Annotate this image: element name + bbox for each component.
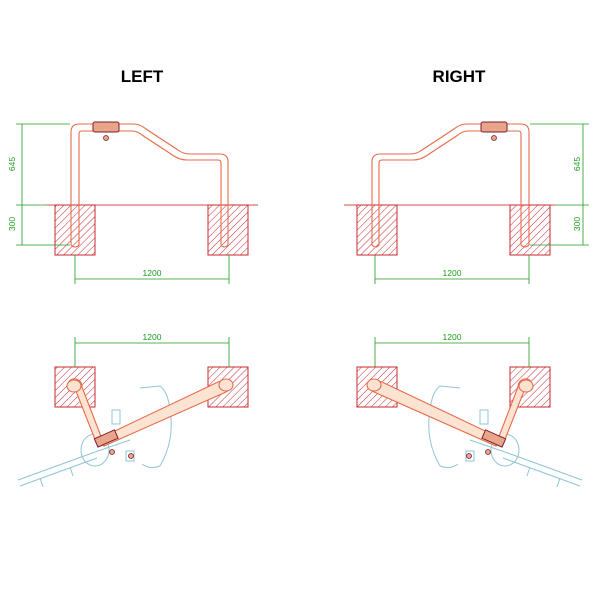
plan-dim-label-1200-right: 1200 [443, 332, 462, 342]
dim-label-645-right: 645 [572, 157, 582, 171]
rail-pipe-outer [371, 123, 530, 245]
title-left: LEFT [121, 67, 164, 86]
rail-pipe-inner [78, 130, 222, 245]
right-plan-view: 1200 [356, 332, 583, 488]
plan-dim-label-1200-left: 1200 [143, 332, 162, 342]
bike-wheel-outline [428, 385, 461, 469]
plan-post-left [66, 379, 82, 393]
plan-post-right [218, 378, 234, 392]
plan-post-right [518, 379, 534, 393]
bike-saddle [479, 409, 489, 425]
rail-end-right [520, 244, 530, 248]
bike-frame-line-2 [502, 457, 581, 487]
bike-tick [556, 477, 561, 488]
left-plan-view: 1200 [17, 332, 249, 488]
plan-clamp-pivot [485, 449, 491, 455]
bike-lock-clamp [92, 121, 120, 133]
bike-frame-line [469, 439, 583, 481]
dim-label-1200-right: 1200 [443, 268, 462, 278]
dim-label-1200-left: 1200 [143, 268, 162, 278]
bike-tick [526, 466, 531, 477]
bike-frame-line-2 [19, 457, 98, 487]
rail-end-left [70, 244, 80, 248]
rail-pipe-inner [378, 130, 522, 245]
plan-clamp-pivot [109, 449, 115, 455]
plan-foundation-left [54, 366, 96, 408]
rail-pipe-outer [70, 123, 229, 245]
left-elevation-view: 645 300 1200 [7, 121, 258, 284]
dim-label-645-left: 645 [7, 157, 17, 171]
bike-pedal [465, 450, 475, 462]
rail-end-right [220, 244, 229, 248]
plan-bike-lock-clamp [481, 429, 507, 448]
rail-end-left [371, 244, 380, 248]
plan-clamp-pivot-2 [128, 453, 134, 459]
bike-pedal [125, 450, 135, 462]
plan-clamp-pivot-2 [466, 453, 472, 459]
bike-saddle [111, 409, 121, 425]
plan-post-left [366, 378, 382, 392]
foundation-block-right [509, 204, 551, 256]
bike-wheel-outline [139, 385, 172, 469]
right-elevation-view: 645 300 1200 [344, 121, 589, 284]
clamp-pivot [491, 135, 497, 141]
bike-lock-clamp [480, 121, 508, 133]
title-right: RIGHT [433, 67, 487, 86]
bike-frame-line [17, 439, 131, 481]
dim-label-300-right: 300 [572, 217, 582, 231]
dim-label-300-left: 300 [7, 217, 17, 231]
bike-tick [39, 477, 44, 488]
clamp-pivot [103, 135, 109, 141]
plan-bike-lock-clamp [93, 429, 119, 448]
foundation-block-left [356, 204, 398, 256]
bike-tick [69, 466, 74, 477]
